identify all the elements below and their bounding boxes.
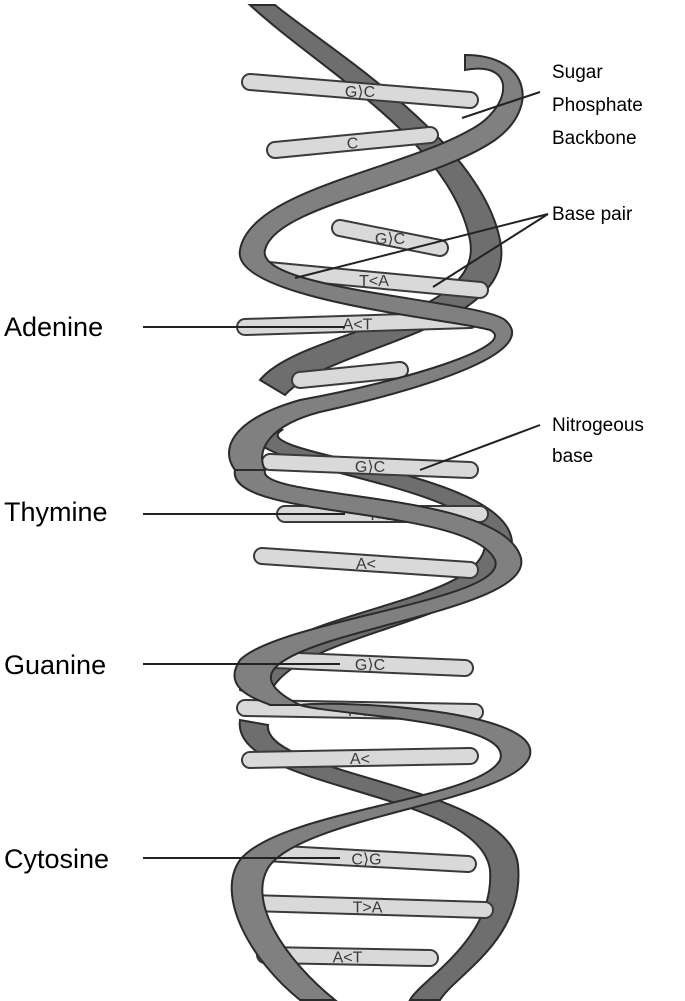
base-pair-rung	[258, 948, 437, 965]
base-pair-letters: T<A	[359, 273, 389, 290]
base-pair-letters: A<	[350, 751, 370, 768]
base-pair-rung	[238, 313, 477, 334]
back-strand-ribbon-1	[247, 4, 503, 397]
base-pair-rung	[255, 549, 477, 577]
base-pair-rung	[243, 75, 477, 107]
front-strand-ribbon-2	[233, 469, 523, 706]
base-pair-letters: A<T	[343, 317, 373, 334]
base-pair-rung	[243, 896, 492, 917]
label-guanine: Guanine	[4, 650, 106, 680]
base-pair-letters: G⟩C	[345, 84, 375, 101]
left-labels: Adenine Thymine Guanine Cytosine	[4, 312, 109, 874]
label-nitrogenous-line1: Nitrogeous	[552, 415, 644, 436]
base-pair-letters: A<	[356, 556, 376, 573]
base-pair-rung	[261, 263, 487, 297]
label-backbone-line3: Backbone	[552, 128, 637, 149]
base-pair-letters: T>A	[353, 900, 383, 917]
front-strand	[227, 53, 532, 1001]
base-pair-letters: G⟩C	[355, 459, 385, 476]
base-pair-rungs: G⟩CCG⟩CT<AA<TG⟩CT>AA<G⟩CT>AA<C⟩GT>AA<T	[236, 73, 494, 967]
front-strand-ribbon-3	[230, 702, 532, 1001]
base-pair-rung	[243, 749, 477, 767]
base-pair-rung	[293, 363, 407, 387]
back-strand-ribbon-3	[238, 718, 520, 1001]
base-pair-letters: A<T	[333, 950, 363, 967]
label-base-pair: Base pair	[552, 204, 633, 225]
base-pair-rung	[268, 128, 437, 157]
base-pair-letters: C⟩G	[351, 852, 381, 869]
base-pair-rung	[268, 653, 472, 675]
base-pair-letters: G⟩C	[375, 231, 405, 248]
base-pair-rung	[263, 455, 477, 477]
right-labels: Sugar Phosphate Backbone Base pair Nitro…	[552, 62, 644, 467]
label-cytosine: Cytosine	[4, 844, 109, 874]
base-pair-rung	[258, 846, 475, 871]
base-pair-letters: G⟩C	[355, 657, 385, 674]
leader-nitrogenous	[419, 424, 541, 471]
label-backbone-line2: Phosphate	[552, 95, 643, 116]
leader-backbone	[461, 91, 541, 119]
leader-basepair-a	[294, 213, 549, 279]
leader-lines	[143, 91, 549, 859]
label-backbone-line1: Sugar	[552, 62, 603, 83]
label-thymine: Thymine	[4, 497, 108, 527]
base-pair-letters: C	[347, 136, 359, 153]
leader-basepair-b	[432, 213, 549, 288]
label-nitrogenous-line2: base	[552, 446, 593, 467]
label-adenine: Adenine	[4, 312, 103, 342]
